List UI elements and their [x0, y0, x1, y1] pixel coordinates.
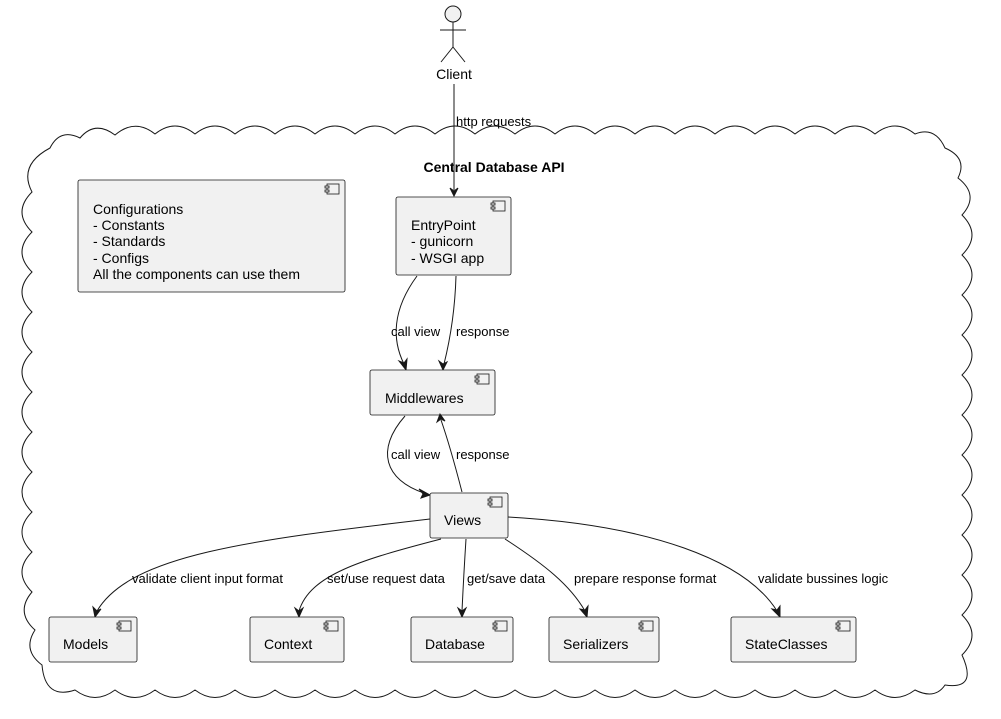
- views-label: Views: [444, 512, 481, 528]
- edge-entry-mw-call: call view: [391, 275, 441, 372]
- views-component: Views: [429, 492, 509, 539]
- config-line-1: Configurations: [93, 201, 183, 217]
- entrypoint-component: EntryPoint - gunicorn - WSGI app: [395, 196, 512, 276]
- edge-views-models: validate client input format: [92, 518, 431, 619]
- entrypoint-line-1: EntryPoint: [411, 217, 476, 233]
- entrypoint-line-3: - WSGI app: [411, 250, 484, 266]
- edge-label-response-1: response: [456, 324, 509, 339]
- cloud-title: Central Database API: [423, 159, 564, 175]
- component-icon: [116, 620, 132, 632]
- edge-label-response-format: prepare response format: [574, 571, 717, 586]
- edge-label-business-logic: validate bussines logic: [758, 571, 889, 586]
- edge-label-call-view-1: call view: [391, 324, 441, 339]
- edge-label-call-view-2: call view: [391, 447, 441, 462]
- edge-views-context: set/use request data: [293, 538, 446, 619]
- component-icon: [323, 620, 339, 632]
- edge-mw-views-response: response: [435, 412, 509, 493]
- actor-head: [444, 5, 462, 23]
- context-label: Context: [264, 636, 312, 652]
- edge-mw-views-call: call view: [387, 415, 441, 499]
- models-label: Models: [63, 636, 108, 652]
- edge-label-http-requests: http requests: [456, 114, 532, 129]
- component-icon: [492, 620, 508, 632]
- edge-label-request-data: set/use request data: [327, 571, 446, 586]
- component-icon: [487, 496, 503, 508]
- edge-entry-mw-response: response: [437, 275, 509, 372]
- component-icon: [490, 200, 506, 212]
- edge-label-validate-input: validate client input format: [132, 571, 283, 586]
- serializers-label: Serializers: [563, 636, 628, 652]
- stateclasses-label: StateClasses: [745, 636, 827, 652]
- config-line-2: - Constants: [93, 217, 165, 233]
- config-line-4: - Configs: [93, 250, 149, 266]
- client-actor: Client: [436, 5, 472, 82]
- context-component: Context: [249, 616, 345, 663]
- database-label: Database: [425, 636, 485, 652]
- serializers-component: Serializers: [548, 616, 660, 663]
- edge-views-stateclasses: validate bussines logic: [507, 516, 889, 619]
- stateclasses-component: StateClasses: [730, 616, 857, 663]
- edge-views-database: get/save data: [456, 538, 546, 619]
- edge-views-serializers: prepare response format: [504, 538, 717, 619]
- edge-label-get-save-data: get/save data: [467, 571, 546, 586]
- database-component: Database: [410, 616, 514, 663]
- edge-client-entry: http requests: [449, 84, 532, 198]
- middlewares-component: Middlewares: [369, 369, 496, 416]
- component-icon: [638, 620, 654, 632]
- component-icon: [835, 620, 851, 632]
- edge-label-response-2: response: [456, 447, 509, 462]
- component-icon: [324, 183, 340, 195]
- models-component: Models: [48, 616, 138, 663]
- config-line-3: - Standards: [93, 233, 165, 249]
- middlewares-label: Middlewares: [385, 390, 464, 406]
- config-component: Configurations - Constants - Standards -…: [77, 179, 346, 293]
- actor-label: Client: [436, 66, 472, 82]
- component-icon: [474, 373, 490, 385]
- config-line-5: All the components can use them: [93, 266, 300, 282]
- entrypoint-line-2: - gunicorn: [411, 233, 473, 249]
